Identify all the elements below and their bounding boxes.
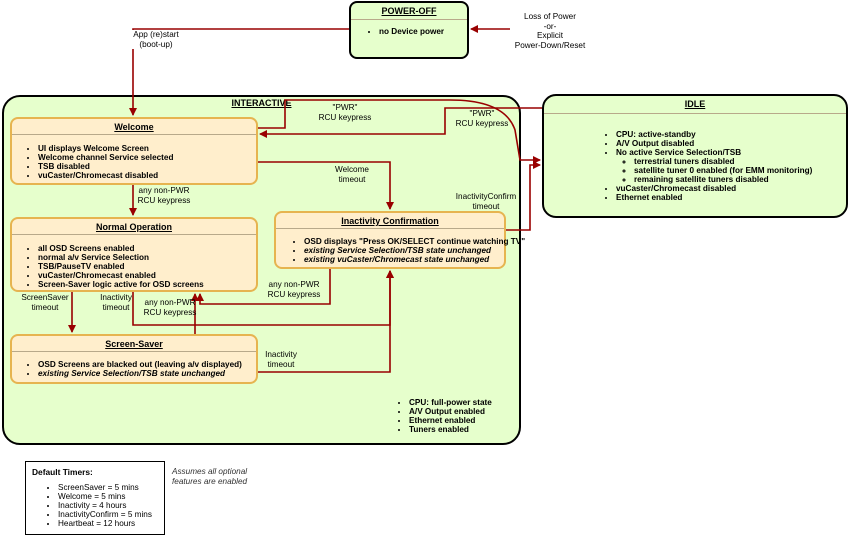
idle-subitem: remaining satellite tuners disabled — [634, 175, 812, 184]
screen-saver-state: Screen-Saver OSD Screens are blacked out… — [10, 334, 258, 384]
arrow-welcome-timeout — [258, 161, 394, 210]
welcome-item: UI displays Welcome Screen — [38, 144, 173, 153]
idle-item: No active Service Selection/TSB — [616, 148, 812, 157]
idle-item: A/V Output disabled — [616, 139, 812, 148]
interactive-footer-item: A/V Output enabled — [409, 407, 492, 416]
normal-item: Screen-Saver logic active for OSD screen… — [38, 280, 204, 289]
label-pwr-keypress-2: "PWR"RCU keypress — [455, 109, 509, 128]
label-app-restart: App (re)start(boot-up) — [130, 30, 182, 49]
idle-sublist-wrapper: terrestrial tuners disabled satellite tu… — [616, 157, 812, 184]
arrow-screensaver-inactivity — [258, 270, 394, 373]
interactive-footer-list: CPU: full-power state A/V Output enabled… — [395, 398, 492, 434]
legend-list: ScreenSaver = 5 mins Welcome = 5 mins In… — [44, 483, 152, 528]
screen-saver-title: Screen-Saver — [105, 339, 163, 349]
inactivity-confirmation-list: OSD displays "Press OK/SELECT continue w… — [290, 237, 525, 264]
power-off-list: no Device power — [365, 27, 444, 36]
screen-saver-item: OSD Screens are blacked out (leaving a/v… — [38, 360, 242, 369]
arrow-inactivity-confirm-timeout — [506, 161, 541, 231]
idle-item: vuCaster/Chromecast disabled — [616, 184, 812, 193]
normal-title: Normal Operation — [95, 222, 172, 232]
normal-item: TSB/PauseTV enabled — [38, 262, 204, 271]
idle-subitem: terrestrial tuners disabled — [634, 157, 812, 166]
idle-subitem: satellite tuner 0 enabled (for EMM monit… — [634, 166, 812, 175]
inactivity-confirmation-title: Inactivity Confirmation — [341, 216, 439, 226]
idle-region: IDLE CPU: active-standby A/V Output disa… — [542, 94, 848, 218]
legend-item: Welcome = 5 mins — [58, 492, 152, 501]
arrow-confirm-to-normal — [196, 269, 331, 305]
welcome-list: UI displays Welcome Screen Welcome chann… — [24, 144, 173, 180]
normal-item: all OSD Screens enabled — [38, 244, 204, 253]
welcome-title: Welcome — [114, 122, 154, 132]
interactive-footer-item: Ethernet enabled — [409, 416, 492, 425]
legend-item: Heartbeat = 12 hours — [58, 519, 152, 528]
arrow-app-restart — [129, 28, 349, 116]
idle-item: Ethernet enabled — [616, 193, 812, 202]
inactivity-confirmation-item: existing Service Selection/TSB state unc… — [304, 246, 525, 255]
normal-list: all OSD Screens enabled normal a/v Servi… — [24, 244, 204, 289]
normal-item: normal a/v Service Selection — [38, 253, 204, 262]
interactive-footer-item: Tuners enabled — [409, 425, 492, 434]
normal-item: vuCaster/Chromecast enabled — [38, 271, 204, 280]
power-off-item: no Device power — [379, 27, 444, 36]
idle-sublist: terrestrial tuners disabled satellite tu… — [616, 157, 812, 184]
inactivity-confirmation-state: Inactivity Confirmation OSD displays "Pr… — [274, 211, 525, 269]
idle-item: CPU: active-standby — [616, 130, 812, 139]
legend-item: ScreenSaver = 5 mins — [58, 483, 152, 492]
power-off-title: POWER-OFF — [381, 6, 437, 16]
power-off-state: POWER-OFF no Device power — [349, 1, 469, 59]
screen-saver-item: existing Service Selection/TSB state unc… — [38, 369, 242, 378]
label-pwr-keypress-1: "PWR"RCU keypress — [318, 103, 372, 122]
welcome-item: vuCaster/Chromecast disabled — [38, 171, 173, 180]
idle-title: IDLE — [684, 99, 706, 109]
legend-item: Inactivity = 4 hours — [58, 501, 152, 510]
inactivity-confirmation-item: OSD displays "Press OK/SELECT continue w… — [304, 237, 525, 246]
welcome-item: TSB disabled — [38, 162, 173, 171]
interactive-footer-item: CPU: full-power state — [409, 398, 492, 407]
idle-list: CPU: active-standby A/V Output disabled … — [602, 130, 812, 202]
welcome-state: Welcome UI displays Welcome Screen Welco… — [10, 117, 258, 185]
legend-item: InactivityConfirm = 5 mins — [58, 510, 152, 519]
default-timers-legend: Default Timers: ScreenSaver = 5 mins Wel… — [25, 461, 165, 535]
inactivity-confirmation-item: existing vuCaster/Chromecast state uncha… — [304, 255, 525, 264]
welcome-item: Welcome channel Service selected — [38, 153, 173, 162]
legend-title: Default Timers: — [32, 467, 93, 477]
arrow-pwr-to-idle — [258, 99, 541, 164]
screen-saver-list: OSD Screens are blacked out (leaving a/v… — [24, 360, 242, 378]
normal-operation-state: Normal Operation all OSD Screens enabled… — [10, 217, 258, 292]
interactive-title: INTERACTIVE — [231, 98, 292, 108]
